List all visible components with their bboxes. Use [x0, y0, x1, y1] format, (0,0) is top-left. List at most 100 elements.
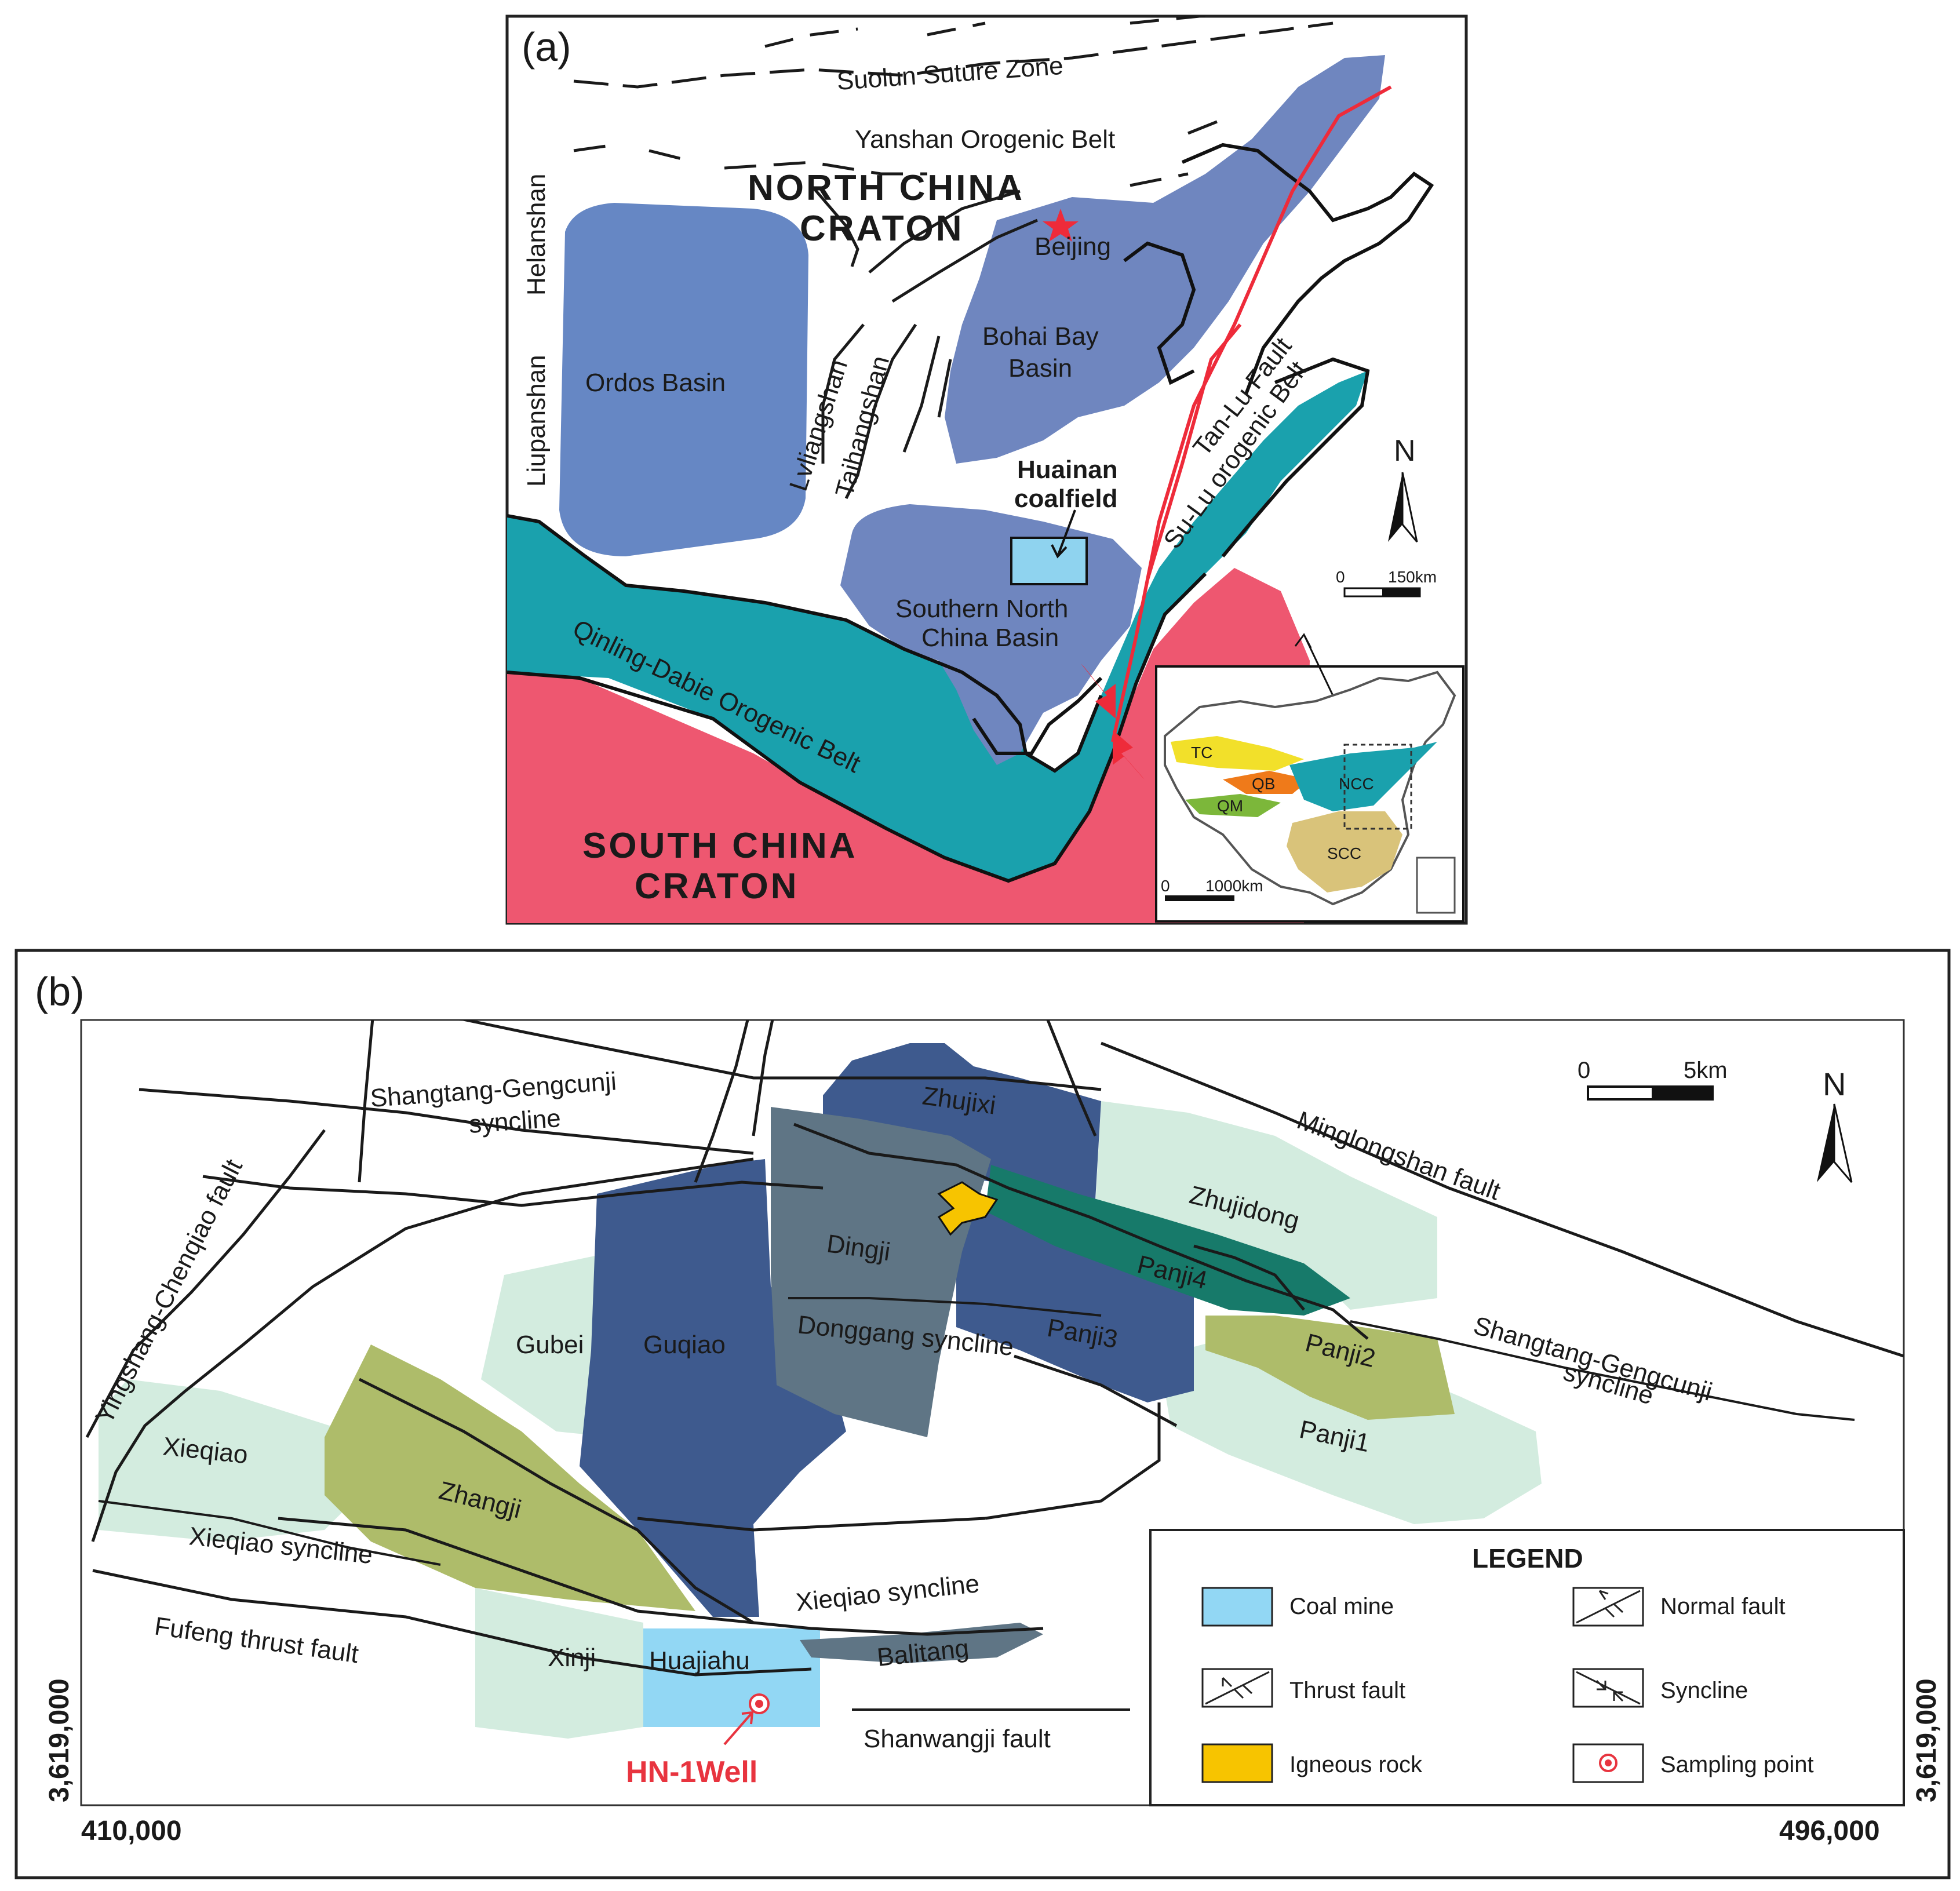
inset-south-sea-box	[1416, 857, 1456, 914]
bohai-bay-label-1: Bohai Bay	[982, 322, 1099, 351]
scale-bar-b: 0 5km	[1578, 1058, 1728, 1101]
orogen-outline	[507, 514, 1103, 773]
panel-a-label: (a)	[522, 24, 571, 70]
hn-1-well-marker	[723, 1693, 770, 1746]
bohai-bay-basin-region	[945, 55, 1385, 464]
southern-north-china-basin-label-1: Southern North	[895, 595, 1068, 623]
xinji-label: Xinji	[548, 1644, 596, 1672]
yanshan-faults	[573, 120, 1218, 187]
legend-thrust-fault-icon	[1201, 1668, 1273, 1708]
legend-coal-mine-swatch	[1201, 1587, 1273, 1627]
helanshan-label: Helanshan	[522, 174, 551, 296]
xieqiao-syncline-line	[98, 1500, 441, 1566]
inset-qm-label: QM	[1217, 797, 1243, 815]
suolun-suture-line	[573, 21, 1334, 89]
shangtang-west-label-2: syncline	[468, 1104, 562, 1139]
scale-b-zero: 0	[1578, 1058, 1590, 1083]
legend-frame	[1149, 1529, 1905, 1806]
legend-syncline-label: Syncline	[1660, 1678, 1748, 1703]
inset-scale-value: 1000km	[1205, 877, 1263, 895]
mine-panji2	[1205, 1316, 1455, 1420]
beijing-star-icon	[1043, 209, 1079, 242]
legend-igneous-rock-swatch	[1201, 1743, 1273, 1783]
mine-dingji	[771, 1107, 991, 1437]
north-thrust-fault	[458, 1020, 1102, 1091]
liupanshan-label: Liupanshan	[522, 355, 551, 487]
tan-lu-fault-branch	[1146, 323, 1242, 580]
north-arrow-a: N	[1388, 434, 1418, 542]
inset-qm	[1185, 794, 1281, 817]
hn-1-well-label: HN-1Well	[626, 1755, 757, 1789]
legend-sampling-point-label: Sampling point	[1660, 1752, 1814, 1777]
panel-b-label: (b)	[35, 969, 85, 1014]
scale-bar-a: 0 150km	[1336, 568, 1437, 597]
north-letter-a: N	[1394, 434, 1416, 468]
inset-dashed-box	[1343, 744, 1412, 830]
coord-left-y: 3,619,000	[44, 1678, 75, 1802]
inset-scale-zero: 0	[1161, 877, 1170, 895]
scale-a-zero: 0	[1336, 568, 1345, 586]
shangtang-east-line	[1350, 1320, 1855, 1421]
southern-north-china-basin-label-2: China Basin	[921, 624, 1059, 652]
inset-ncc	[1289, 742, 1437, 811]
south-china-craton-label-2: CRATON	[635, 866, 799, 906]
minglongshan-fault-line	[1101, 1041, 1904, 1358]
movement-arrow-left	[1081, 664, 1116, 719]
bohai-bay-label-2: Basin	[1008, 354, 1072, 382]
huainan-coalfield-box	[1010, 537, 1088, 585]
shandong-coast	[1123, 241, 1196, 385]
coord-right-x: 496,000	[1779, 1816, 1880, 1846]
yingshang-chenqiao-fault	[85, 1129, 326, 1438]
panel-b: (b)	[14, 949, 1951, 1879]
south-craton-outline	[507, 572, 1207, 883]
donggang-syncline-line	[788, 1297, 1102, 1317]
huajiahu-label: Huajiahu	[649, 1646, 750, 1675]
inset-qb-label: QB	[1252, 775, 1275, 793]
sulu-coast	[1221, 357, 1370, 558]
tan-lu-fault-line	[1111, 85, 1392, 742]
mine-panji1	[1159, 1333, 1542, 1524]
scale-a-value: 150km	[1388, 568, 1437, 586]
panel-a: NORTH CHINA CRATON SOUTH CHINA CRATON Su…	[505, 14, 1468, 925]
legend: LEGEND Coal mine Normal fault Thrust fau…	[1149, 1529, 1905, 1806]
legend-normal-fault-icon	[1572, 1587, 1644, 1627]
scale-b-value: 5km	[1684, 1058, 1728, 1083]
china-inset-map: TC QB QM NCC SCC 0 1000km	[1155, 633, 1464, 923]
coord-left-x: 410,000	[81, 1816, 182, 1846]
north-china-craton-label-1: NORTH CHINA	[748, 168, 1025, 208]
legend-normal-fault-label: Normal fault	[1660, 1594, 1786, 1619]
mine-guqiao	[580, 1159, 846, 1617]
mine-xieqiao	[99, 1379, 371, 1542]
guqiao-label: Guqiao	[643, 1331, 726, 1359]
legend-syncline-icon	[1572, 1668, 1644, 1708]
legend-igneous-rock-label: Igneous rock	[1289, 1752, 1423, 1777]
ordos-basin-region	[559, 203, 808, 556]
yanshan-orogenic-belt-label: Yanshan Orogenic Belt	[855, 125, 1115, 154]
south-china-craton-label-1: SOUTH CHINA	[582, 826, 858, 866]
north-arrow-b: N	[1817, 1066, 1853, 1183]
shanwangji-label: Shanwangji fault	[864, 1725, 1051, 1753]
huainan-label-1: Huainan	[1017, 456, 1118, 484]
legend-coal-mine-label: Coal mine	[1289, 1594, 1394, 1619]
mine-panji4	[985, 1165, 1350, 1316]
legend-title: LEGEND	[1472, 1543, 1583, 1573]
ncc-south-outline	[972, 676, 1103, 755]
inset-qb	[1223, 771, 1310, 794]
mine-zhangji	[325, 1345, 695, 1611]
north-china-craton-label-2: CRATON	[800, 209, 964, 249]
movement-arrow-right	[1113, 730, 1145, 779]
suolun-suture-upper	[764, 16, 1215, 48]
south-china-craton-region	[507, 568, 1310, 923]
coalfield-arrow	[1051, 509, 1076, 559]
inset-tc	[1171, 736, 1304, 771]
qinling-dabie-orogenic-belt	[507, 371, 1368, 881]
coord-right-y: 3,619,000	[1911, 1678, 1942, 1802]
inset-tc-label: TC	[1191, 744, 1212, 761]
north-letter-b: N	[1823, 1066, 1846, 1102]
huainan-label-2: coalfield	[1014, 484, 1118, 513]
inset-ncc-label: NCC	[1339, 775, 1374, 793]
mine-xinji	[475, 1588, 643, 1739]
ordos-basin-label: Ordos Basin	[585, 369, 726, 397]
mine-huajiahu	[643, 1628, 820, 1727]
